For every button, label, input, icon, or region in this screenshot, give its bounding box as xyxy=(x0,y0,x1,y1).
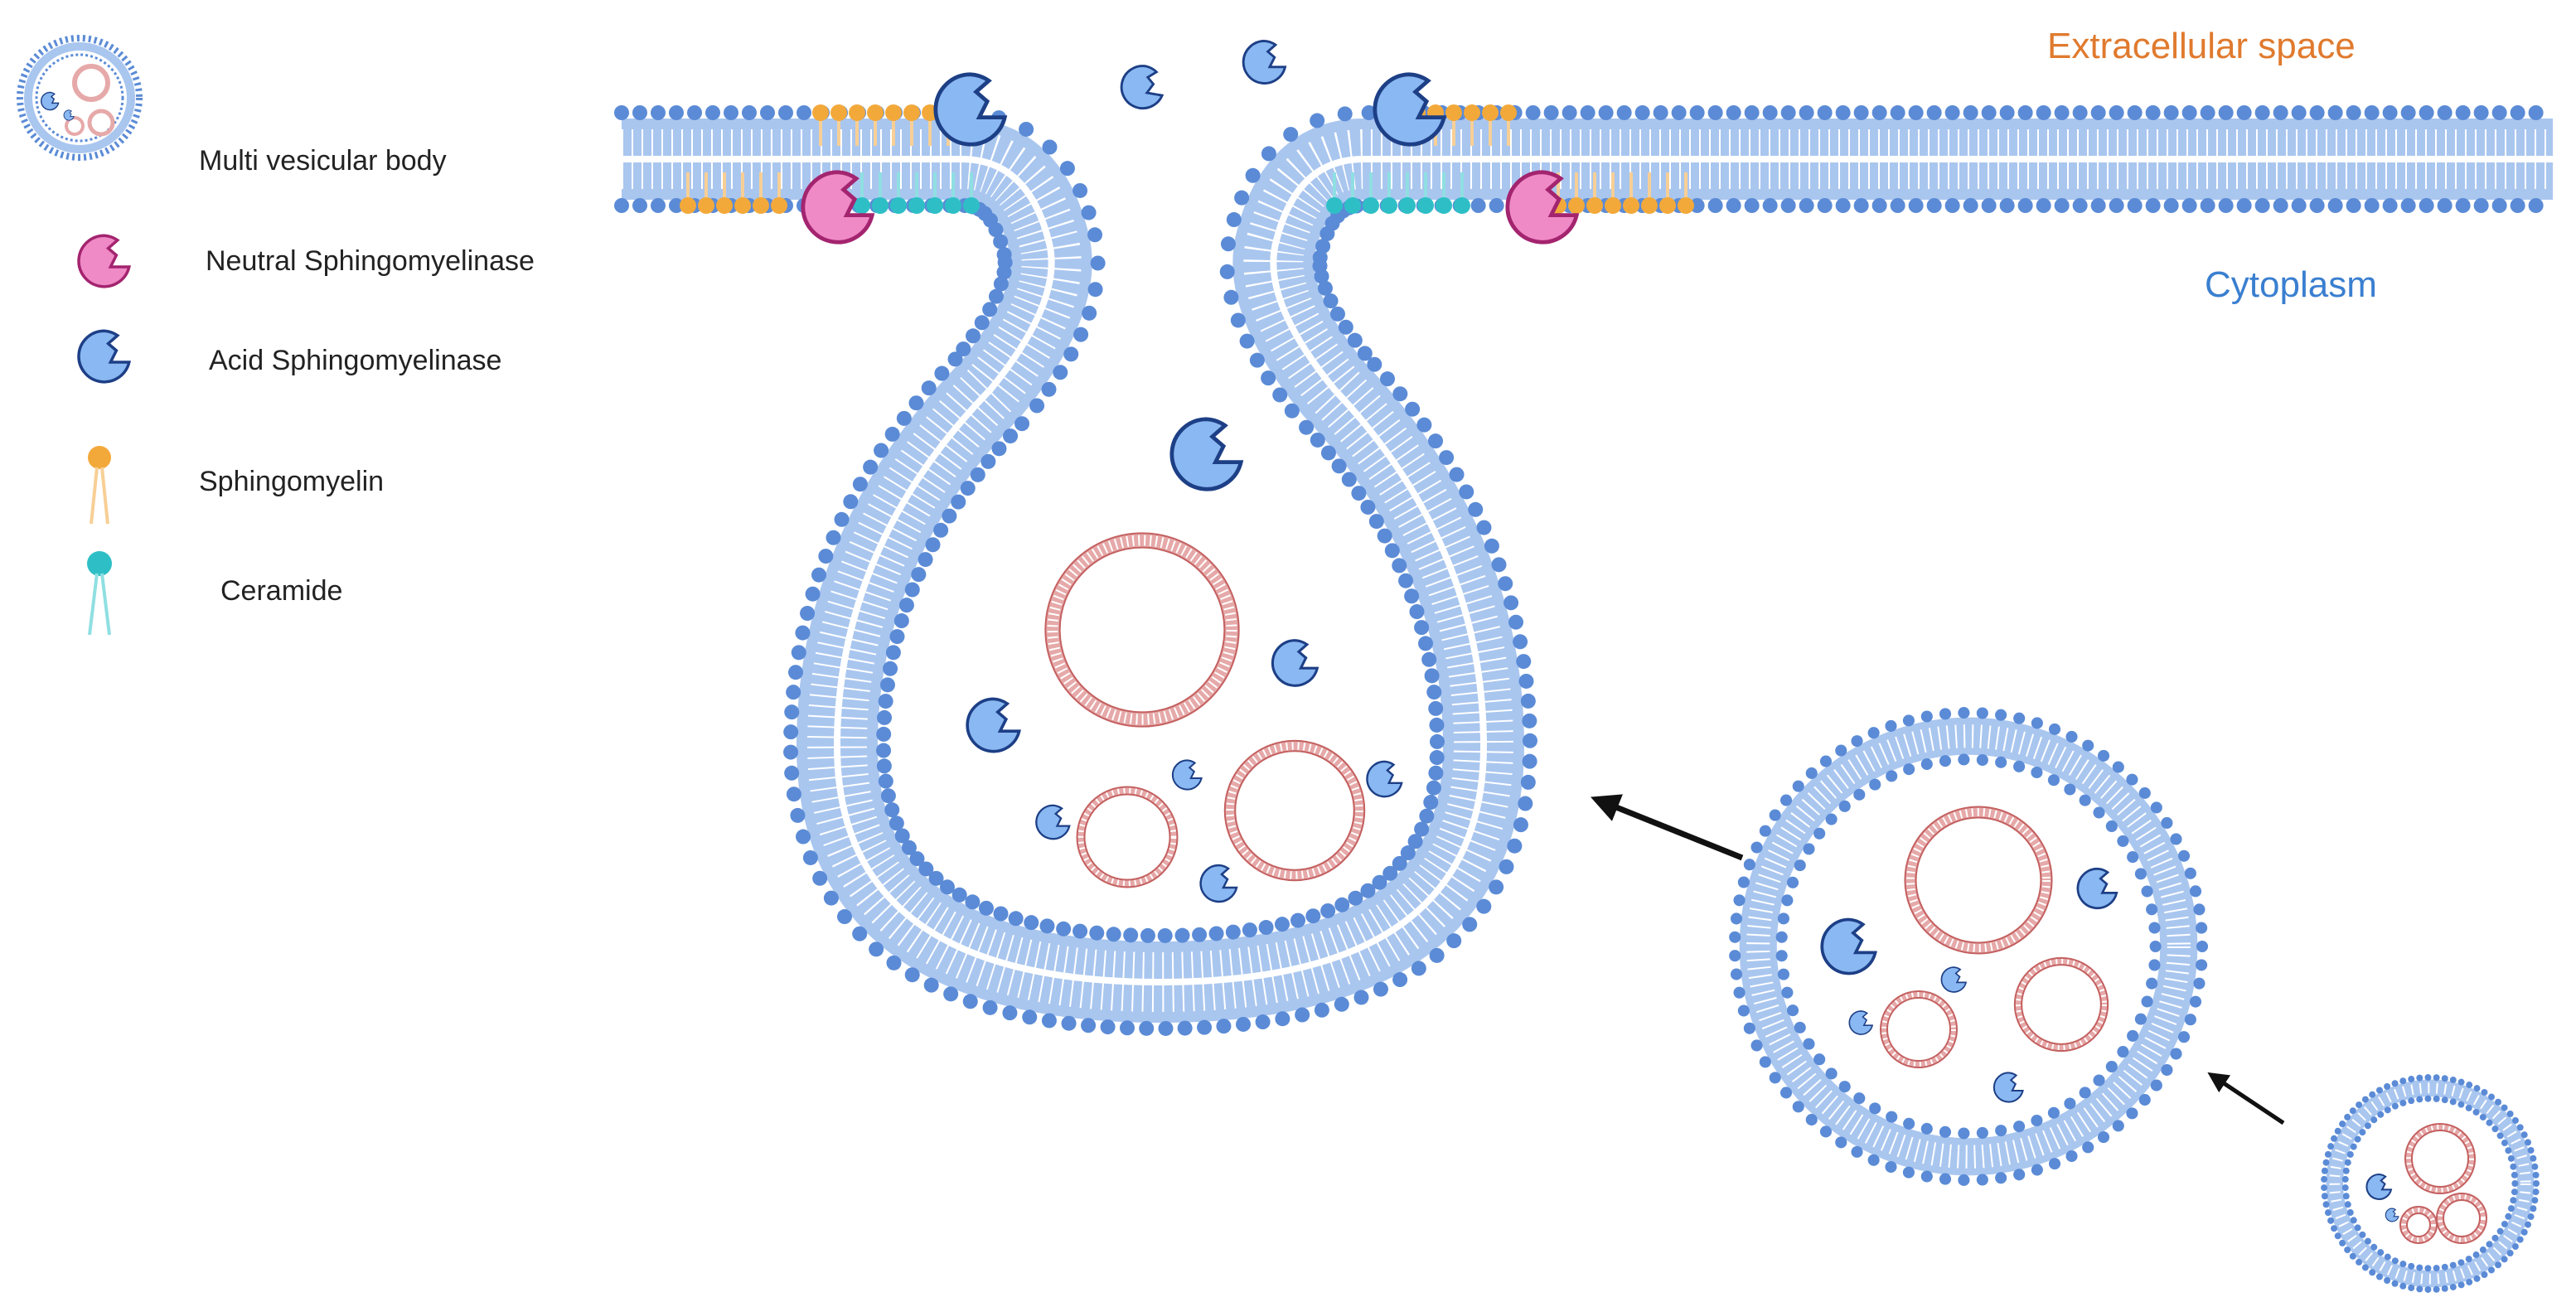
acid-smase-lumen-7 xyxy=(1199,864,1238,903)
legend-label-neutral-smase: Neutral Sphingomyelinase xyxy=(206,245,535,277)
acid-smase-released-1 xyxy=(1116,61,1169,114)
fusion-arrow-large xyxy=(1591,794,1744,861)
plasma-membrane xyxy=(614,105,2553,1036)
sphingomyelin-patch-left-inner xyxy=(680,172,787,214)
acid-smase-lumen-5 xyxy=(1171,759,1203,791)
ilv-small xyxy=(1076,786,1179,888)
acid-sphingomyelinase-icon xyxy=(77,329,131,384)
legend-label-acid-smase: Acid Sphingomyelinase xyxy=(209,345,501,376)
acid-smase-lumen-6 xyxy=(1035,804,1071,840)
maturation-arrow-small xyxy=(2207,1072,2285,1125)
ilv-mid-medium xyxy=(2013,956,2109,1053)
cytoplasm-label: Cytoplasm xyxy=(2205,264,2377,305)
ceramide-lipid-icon xyxy=(87,551,112,636)
acid-smase-membrane-left xyxy=(936,75,1005,144)
ceramide-patch-right xyxy=(1326,172,1470,214)
membrane-bilayer xyxy=(622,119,2553,1024)
multivesicular-body-mid xyxy=(1729,707,2209,1186)
acid-smase-lumen-1 xyxy=(1172,419,1241,489)
extracellular-space-label: Extracellular space xyxy=(2047,26,2356,66)
ilv-early-large xyxy=(2404,1123,2476,1194)
acid-smase-lumen-3 xyxy=(966,697,1021,753)
membrane-lipid-rafts xyxy=(680,104,1694,214)
ilv-mid-large xyxy=(1904,806,2053,955)
legend: Multi vesicular body Neutral Sphingomyel… xyxy=(17,35,535,636)
ilv-early-medium xyxy=(2436,1193,2487,1244)
intraluminal-vesicles xyxy=(1044,532,2540,1293)
multivesicular-body-icon xyxy=(17,35,143,161)
sphingomyelin-lipid-icon xyxy=(88,446,111,525)
acid-smase-released-2 xyxy=(1242,40,1286,85)
neutral-sphingomyelinase-icon xyxy=(77,234,131,288)
ilv-medium xyxy=(1223,739,1366,882)
ilv-mid-small xyxy=(1880,990,1958,1068)
ilv-early-small xyxy=(2399,1206,2438,1244)
legend-label-ceramide: Ceramide xyxy=(220,575,342,607)
ceramide-patch-left xyxy=(854,172,980,214)
ilv-large xyxy=(1044,532,1240,728)
acid-smase-lumen-4 xyxy=(1366,760,1403,798)
acid-smase-lumen-2 xyxy=(1271,639,1319,687)
legend-label-sphingomyelin: Sphingomyelin xyxy=(199,466,384,497)
legend-label-mvb: Multi vesicular body xyxy=(199,145,447,177)
multivesicular-body-early xyxy=(2321,1074,2540,1293)
